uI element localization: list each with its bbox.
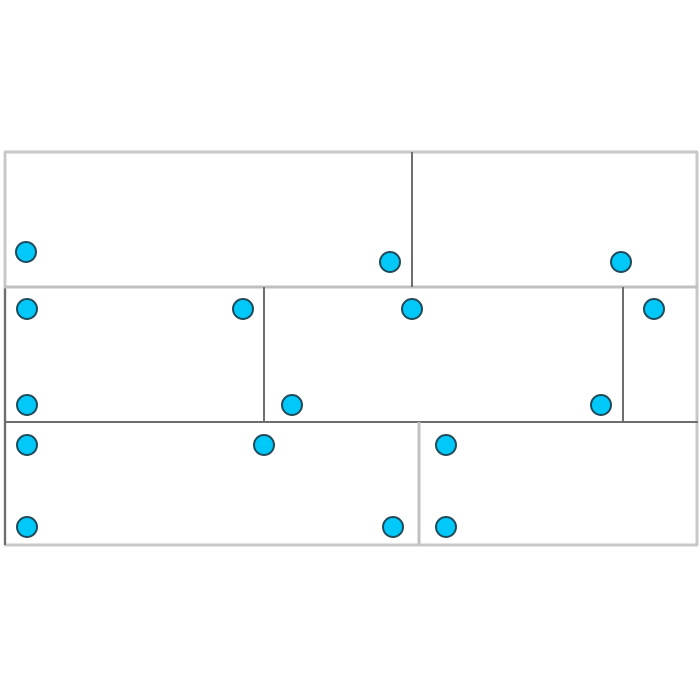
point-marker <box>15 241 37 263</box>
point-marker <box>281 394 303 416</box>
point-marker <box>435 434 457 456</box>
point-marker <box>16 516 38 538</box>
point-marker <box>232 298 254 320</box>
point-marker <box>590 394 612 416</box>
point-marker <box>382 516 404 538</box>
points <box>15 241 665 538</box>
point-marker <box>16 434 38 456</box>
divider-lines <box>3 150 699 547</box>
point-marker <box>253 434 275 456</box>
point-marker <box>610 251 632 273</box>
point-marker <box>401 298 423 320</box>
point-marker <box>435 516 457 538</box>
point-marker <box>379 251 401 273</box>
point-marker <box>643 298 665 320</box>
point-marker <box>16 394 38 416</box>
point-marker <box>16 298 38 320</box>
